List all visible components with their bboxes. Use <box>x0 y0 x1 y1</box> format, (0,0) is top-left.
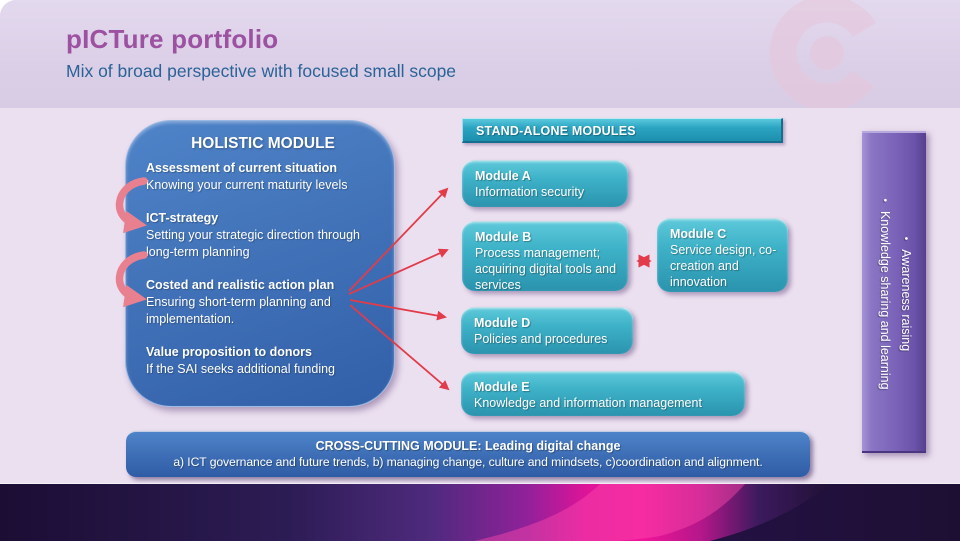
holistic-item-heading: ICT-strategy <box>146 211 219 225</box>
holistic-item-body: Ensuring short-term planning and impleme… <box>146 295 331 326</box>
sidebar-item-knowledge: • Knowledge sharing and learning <box>874 133 895 455</box>
holistic-item-strategy: ICT-strategy Setting your strategic dire… <box>146 210 380 261</box>
holistic-item-heading: Assessment of current situation <box>146 161 338 175</box>
cross-cutting-title: CROSS-CUTTING MODULE: Leading digital ch… <box>315 439 621 453</box>
page-subtitle: Mix of broad perspective with focused sm… <box>66 61 457 81</box>
cross-cutting-module-box: CROSS-CUTTING MODULE: Leading digital ch… <box>126 431 810 477</box>
module-b-name: Module B <box>475 230 532 244</box>
footer-gradient-art <box>0 484 960 541</box>
holistic-item-heading: Value proposition to donors <box>146 345 312 359</box>
module-d-box: Module D Policies and procedures <box>461 307 633 354</box>
holistic-item-value-proposition: Value proposition to donors If the SAI s… <box>146 344 380 378</box>
module-b-box: Module B Process management; acquiring d… <box>462 221 628 292</box>
awareness-sidebar: • Awareness raising • Knowledge sharing an… <box>862 131 926 453</box>
holistic-module-title: HOLISTIC MODULE <box>191 135 335 152</box>
sidebar-item-awareness: • Awareness raising <box>895 133 916 455</box>
bullet-icon: • <box>900 236 911 241</box>
module-d-desc: Policies and procedures <box>474 332 608 346</box>
module-e-name: Module E <box>474 380 530 394</box>
holistic-item-body: Knowing your current maturity levels <box>146 178 348 192</box>
module-b-desc: Process management; acquiring digital to… <box>475 246 617 292</box>
footer-band: pICTure Focusing on ICT governance for S… <box>0 483 960 541</box>
page-title: pICTure portfolio <box>66 24 279 54</box>
holistic-item-body: Setting your strategic direction through… <box>146 228 361 259</box>
module-c-desc: Service design, co-creation and innovati… <box>670 243 777 289</box>
header-band: pICTure portfolio Mix of broad perspecti… <box>0 0 960 108</box>
module-a-box: Module A Information security <box>462 160 628 207</box>
module-a-desc: Information security <box>475 185 585 199</box>
sidebar-item-label: Knowledge sharing and learning <box>878 210 892 390</box>
module-e-box: Module E Knowledge and information manag… <box>461 371 745 416</box>
holistic-item-body: If the SAI seeks additional funding <box>146 362 336 376</box>
bullet-icon: • <box>879 198 890 202</box>
holistic-module-box: HOLISTIC MODULE Assessment of current si… <box>125 120 395 407</box>
holistic-item-assessment: Assessment of current situation Knowing … <box>146 160 380 194</box>
holistic-item-action-plan: Costed and realistic action plan Ensurin… <box>146 277 380 328</box>
module-e-desc: Knowledge and information management <box>474 396 702 410</box>
cross-cutting-body: a) ICT governance and future trends, b) … <box>173 455 763 469</box>
picture-logo-watermark-icon <box>730 0 960 108</box>
awareness-sidebar-text: • Awareness raising • Knowledge sharing an… <box>872 133 916 455</box>
sidebar-item-label: Awareness raising <box>899 249 913 352</box>
module-c-box: Module C Service design, co-creation and… <box>657 218 788 292</box>
module-d-name: Module D <box>474 316 531 330</box>
stand-alone-modules-header: STAND-ALONE MODULES <box>462 118 783 143</box>
module-a-name: Module A <box>475 169 531 183</box>
holistic-item-heading: Costed and realistic action plan <box>146 278 335 292</box>
module-c-name: Module C <box>670 227 727 241</box>
